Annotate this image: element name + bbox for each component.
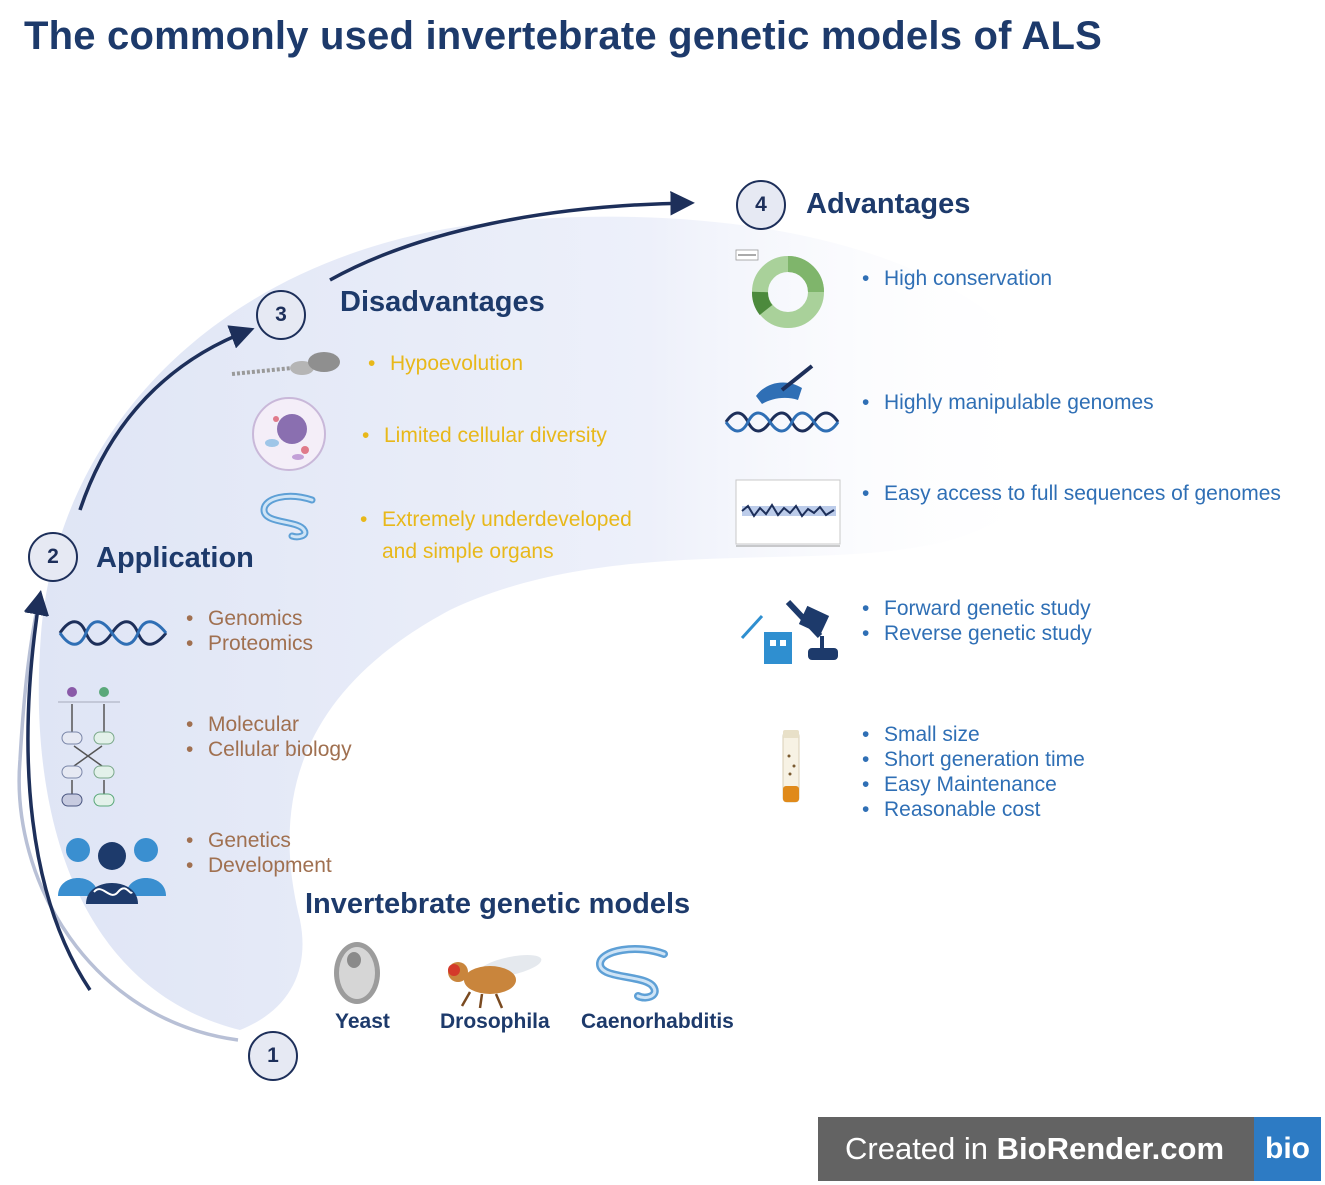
application-item: Genetics <box>186 828 332 853</box>
step-4-badge: 4 <box>736 180 786 230</box>
advantage-item: Reasonable cost <box>862 797 1085 822</box>
biorender-credit: Created in BioRender.com <box>845 1131 1224 1167</box>
fly-icon <box>448 954 542 1009</box>
advantage-item: Forward genetic study <box>862 596 1092 621</box>
advantage-item: Easy access to full sequences of genomes <box>862 481 1281 506</box>
sequence-plot-icon <box>735 479 841 547</box>
application-list-3: Genetics Development <box>186 828 332 878</box>
models-title: Invertebrate genetic models <box>305 888 691 920</box>
disadvantage-item-continued: and simple organs <box>382 540 554 563</box>
biorender-banner <box>818 1117 1321 1181</box>
application-list-1: Genomics Proteomics <box>186 606 313 656</box>
arrow-1-to-2 <box>17 590 239 1042</box>
credit-prefix: Created in <box>845 1131 997 1166</box>
application-item: Genomics <box>186 606 313 631</box>
step-2-badge: 2 <box>28 532 78 582</box>
advantage-item: Short generation time <box>862 747 1085 772</box>
step-3-badge: 3 <box>256 290 306 340</box>
disadvantage-list-2: Limited cellular diversity <box>362 424 607 448</box>
arrow-3-to-4 <box>329 191 695 282</box>
page-title: The commonly used invertebrate genetic m… <box>24 14 1103 58</box>
advantage-list-3: Easy access to full sequences of genomes <box>862 481 1281 506</box>
arrow-2-to-3 <box>78 325 255 511</box>
dna-editing-icon <box>724 364 840 433</box>
advantages-title: Advantages <box>806 188 971 220</box>
biorender-logo: bio <box>1254 1117 1321 1181</box>
application-item: Cellular biology <box>186 737 352 762</box>
advantage-list-4: Forward genetic study Reverse genetic st… <box>862 596 1092 646</box>
advantage-item: Easy Maintenance <box>862 772 1085 797</box>
cell-icon <box>252 397 326 471</box>
application-item: Proteomics <box>186 631 313 656</box>
model-label-drosophila: Drosophila <box>440 1010 550 1033</box>
application-item: Molecular <box>186 712 352 737</box>
sperm-icon <box>231 352 340 376</box>
disadvantage-list-1: Hypoevolution <box>368 352 523 376</box>
advantage-item: High conservation <box>862 266 1052 291</box>
advantage-list-2: Highly manipulable genomes <box>862 390 1154 415</box>
advantage-list-1: High conservation <box>862 266 1052 291</box>
disadvantage-item: Limited cellular diversity <box>362 424 607 448</box>
model-label-caenorhabditis: Caenorhabditis <box>581 1010 734 1033</box>
application-item: Development <box>186 853 332 878</box>
pie-chart-icon <box>735 249 824 328</box>
advantage-list-5: Small size Short generation time Easy Ma… <box>862 722 1085 822</box>
advantage-item: Reverse genetic study <box>862 621 1092 646</box>
application-title: Application <box>96 542 254 574</box>
pathway-icon <box>58 687 120 807</box>
lab-equipment-icon <box>740 599 838 664</box>
advantage-item: Small size <box>862 722 1085 747</box>
worm-icon <box>260 492 316 541</box>
disadvantages-title: Disadvantages <box>340 286 545 318</box>
people-dna-icon <box>58 838 166 904</box>
model-label-yeast: Yeast <box>335 1010 390 1033</box>
yeast-icon <box>334 942 380 1004</box>
vial-icon <box>782 730 800 803</box>
disadvantage-item: Hypoevolution <box>368 352 523 376</box>
advantage-item: Highly manipulable genomes <box>862 390 1154 415</box>
disadvantage-list-3: Extremely underdeveloped <box>360 504 632 536</box>
dna-icon <box>58 620 168 646</box>
disadvantage-item: Extremely underdeveloped <box>360 504 632 536</box>
model-worm-icon <box>595 945 668 1002</box>
arrow-1-to-2-dark <box>24 590 92 991</box>
application-list-2: Molecular Cellular biology <box>186 712 352 762</box>
step-1-badge: 1 <box>248 1031 298 1081</box>
credit-brand: BioRender.com <box>996 1131 1225 1166</box>
